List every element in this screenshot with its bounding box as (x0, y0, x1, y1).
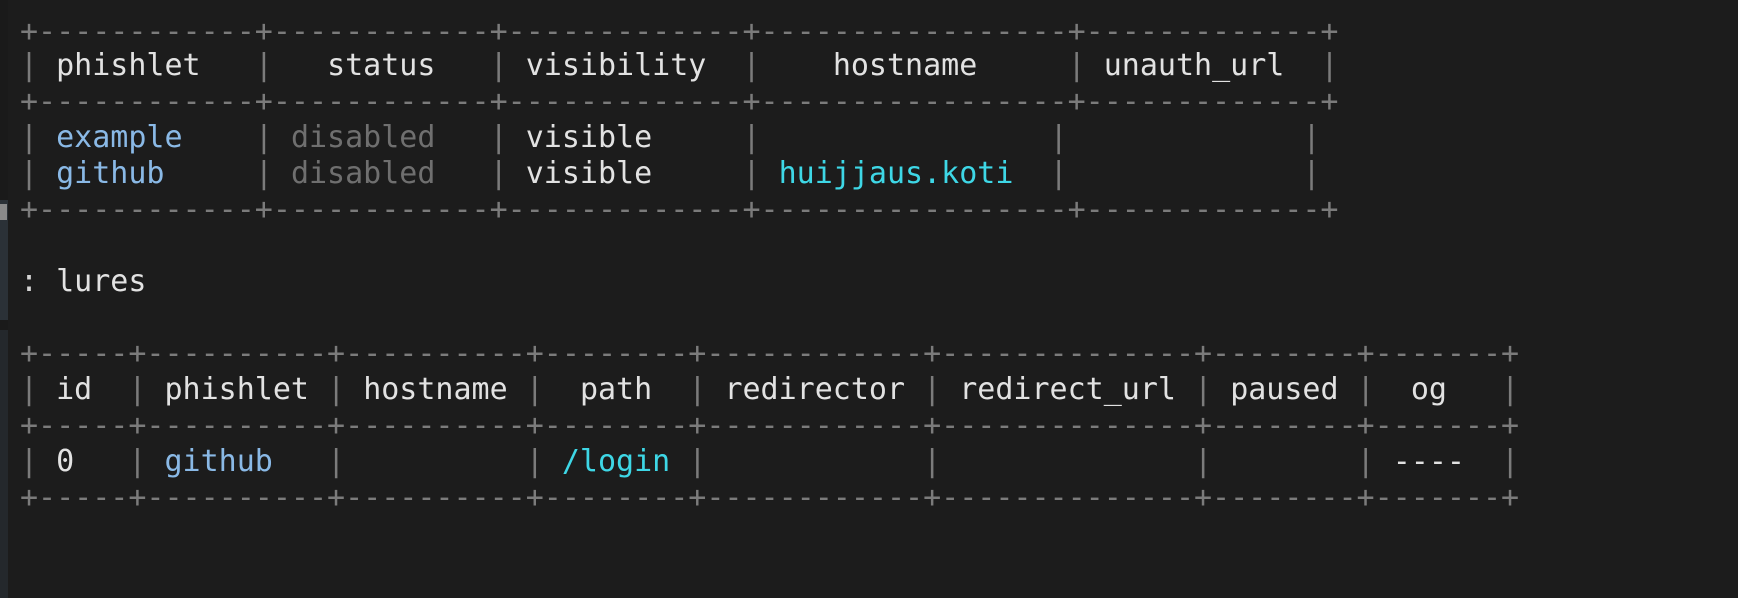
phishlets-border-bottom: +------------+------------+-------------… (20, 192, 1339, 227)
phishlets-header-phishlet: phishlet (56, 48, 201, 83)
lures-border-top: +-----+----------+----------+--------+--… (20, 336, 1520, 371)
phishlets-border-top: +------------+------------+-------------… (20, 14, 1339, 49)
phishlet-name: github (56, 156, 165, 191)
phishlets-header-hostname: hostname (832, 48, 978, 83)
prompt-symbol: : (20, 264, 39, 299)
phishlet-visibility: visible (525, 120, 653, 155)
lures-header-path: path (579, 372, 653, 407)
lures-header-row: | id | phishlet | hostname | path | redi… (20, 372, 1520, 407)
lures-border-bottom: +-----+----------+----------+--------+--… (20, 480, 1520, 515)
lures-header-id: id (56, 372, 93, 407)
left-edge-strip (0, 0, 8, 598)
lures-border-mid: +-----+----------+----------+--------+--… (20, 408, 1520, 443)
command-text: lures (56, 264, 147, 299)
phishlet-visibility: visible (525, 156, 653, 191)
phishlets-header-status: status (327, 48, 436, 83)
lures-header-redirector: redirector (724, 372, 906, 407)
phishlets-header-unauth-url: unauth_url (1103, 48, 1285, 83)
lure-phishlet: github (164, 444, 273, 479)
lures-header-og: og (1410, 372, 1447, 407)
phishlets-header-visibility: visibility (525, 48, 707, 83)
lures-header-redirect-url: redirect_url (959, 372, 1176, 407)
edge-shade (0, 200, 8, 320)
lures-header-phishlet: phishlet (164, 372, 310, 407)
lure-path: /login (561, 444, 671, 479)
table-row[interactable]: | github | disabled | visible | huijjaus… (20, 156, 1321, 191)
phishlet-name: example (56, 120, 183, 155)
phishlet-status: disabled (290, 156, 436, 191)
phishlets-border-mid: +------------+------------+-------------… (20, 84, 1339, 119)
lure-id: 0 (56, 444, 75, 479)
phishlet-hostname: huijjaus.koti (778, 156, 1014, 191)
edge-bar (0, 204, 7, 220)
command-line[interactable]: : lures (20, 262, 146, 302)
table-row[interactable]: | 0 | github | | /login | | | | ---- | (20, 444, 1520, 479)
lures-header-paused: paused (1230, 372, 1339, 407)
edge-shade (0, 330, 8, 598)
table-row[interactable]: | example | disabled | visible | | | (20, 120, 1321, 155)
phishlet-status: disabled (290, 120, 436, 155)
phishlets-header-row: | phishlet | status | visibility | hostn… (20, 48, 1339, 83)
lures-header-hostname: hostname (363, 372, 508, 407)
lure-og: ---- (1392, 444, 1465, 479)
